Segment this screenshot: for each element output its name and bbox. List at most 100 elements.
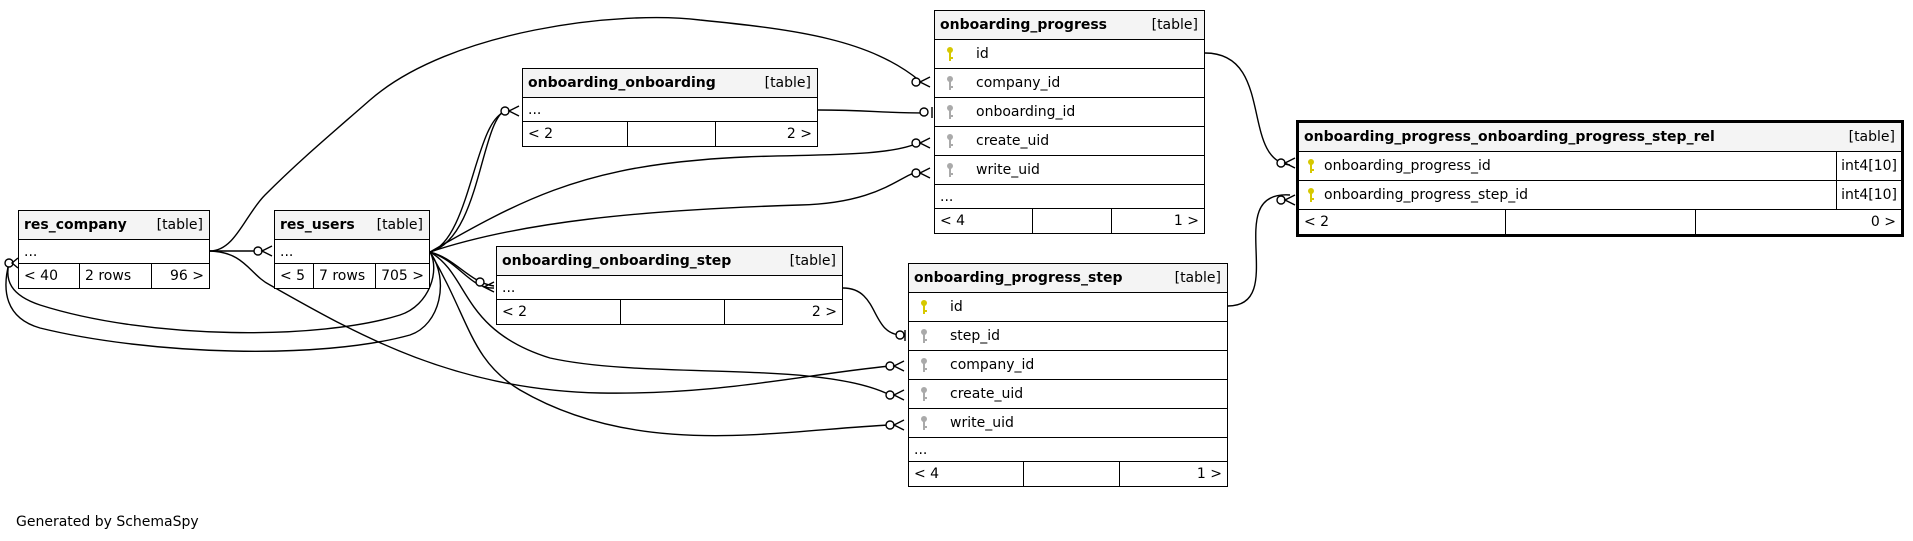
column-row-write-uid[interactable]: write_uid <box>935 156 1204 185</box>
crowfoot-marker <box>892 419 905 431</box>
column-row-id[interactable]: id <box>909 293 1227 322</box>
column-name: id <box>976 46 989 62</box>
column-row-onboarding-progress-id[interactable]: onboarding_progress_id int4[10] <box>1299 152 1901 181</box>
children-count[interactable]: 2 > <box>724 300 842 324</box>
table-header: onboarding_progress_step [table] <box>909 264 1227 293</box>
parents-count[interactable]: < 4 <box>940 213 966 229</box>
table-name: onboarding_onboarding_step <box>502 253 732 269</box>
edge-endpoint-marker <box>919 107 929 117</box>
ellipsis-row: ... <box>497 276 842 300</box>
table-onboarding-onboarding-step[interactable]: onboarding_onboarding_step [table] ... <… <box>496 246 843 325</box>
crowfoot-marker <box>260 245 273 257</box>
edge-res-users-res-company-b <box>5 251 442 352</box>
crowfoot-marker <box>892 389 905 401</box>
foreign-key-icon <box>914 386 934 402</box>
table-type: [table] <box>1848 129 1895 145</box>
table-res-users[interactable]: res_users [table] ... < 5 7 rows 705 > <box>274 210 430 289</box>
ellipsis-row: ... <box>523 98 817 122</box>
ellipsis-row: ... <box>909 438 1227 462</box>
table-name: res_company <box>24 217 127 233</box>
table-name: onboarding_onboarding <box>528 75 716 91</box>
table-footer: < 2 0 > <box>1299 210 1901 234</box>
table-footer: < 5 7 rows 705 > <box>275 264 429 288</box>
table-name: onboarding_progress <box>940 17 1108 33</box>
children-count[interactable]: 1 > <box>1119 462 1227 486</box>
column-row-company-id[interactable]: company_id <box>935 69 1204 98</box>
crowfoot-marker <box>918 76 931 88</box>
edge-res-users-res-company-a <box>7 251 435 334</box>
column-row-write-uid[interactable]: write_uid <box>909 409 1227 438</box>
edge-res-users-onboarding-progress-write <box>429 171 919 253</box>
edge-res-users-onboarding-a <box>429 111 506 253</box>
table-footer: < 4 1 > <box>909 462 1227 486</box>
row-count <box>1023 462 1119 486</box>
row-count <box>620 300 724 324</box>
column-row-company-id[interactable]: company_id <box>909 351 1227 380</box>
table-type: [table] <box>789 253 836 269</box>
column-name: company_id <box>950 357 1035 373</box>
primary-key-icon <box>914 299 934 315</box>
primary-key-icon <box>1304 187 1318 203</box>
ellipsis-row: ... <box>935 185 1204 209</box>
row-count <box>1505 210 1695 234</box>
table-header: onboarding_onboarding_step [table] <box>497 247 842 276</box>
ellipsis-row: ... <box>19 240 209 264</box>
edge-onboarding-progress-step-rel <box>1227 194 1291 307</box>
parents-count[interactable]: < 4 <box>914 466 940 482</box>
table-footer: < 2 2 > <box>523 122 817 146</box>
column-name: id <box>950 299 963 315</box>
parents-count[interactable]: < 2 <box>528 126 554 142</box>
column-type: int4[10] <box>1836 181 1901 209</box>
table-name: onboarding_progress_step <box>914 270 1123 286</box>
table-header: onboarding_onboarding [table] <box>523 69 817 98</box>
table-onboarding-onboarding[interactable]: onboarding_onboarding [table] ... < 2 2 … <box>522 68 818 147</box>
children-count[interactable]: 705 > <box>375 264 429 288</box>
table-name: onboarding_progress_onboarding_progress_… <box>1304 129 1715 145</box>
crowfoot-marker <box>918 137 931 149</box>
crowfoot-marker <box>10 257 19 269</box>
generated-by-note: Generated by SchemaSpy <box>16 514 199 530</box>
column-row-create-uid[interactable]: create_uid <box>935 127 1204 156</box>
column-row-step-id[interactable]: step_id <box>909 322 1227 351</box>
table-header: res_company [table] <box>19 211 209 240</box>
crowfoot-marker <box>918 167 931 179</box>
table-onboarding-progress-step[interactable]: onboarding_progress_step [table] id step… <box>908 263 1228 487</box>
parents-count[interactable]: < 40 <box>24 268 58 284</box>
crowfoot-marker <box>482 281 495 293</box>
column-name: onboarding_id <box>976 104 1076 120</box>
table-onboarding-progress[interactable]: onboarding_progress [table] id company_i… <box>934 10 1205 234</box>
column-row-id[interactable]: id <box>935 40 1204 69</box>
edge-res-users-onboarding-progress-step-write <box>429 251 891 437</box>
crowfoot-marker <box>1283 194 1296 206</box>
parents-count[interactable]: < 2 <box>502 304 528 320</box>
edge-res-company-onboarding-progress <box>209 16 921 252</box>
children-count[interactable]: 96 > <box>151 264 209 288</box>
column-name: create_uid <box>950 386 1024 402</box>
crowfoot-marker <box>507 105 520 117</box>
table-onboarding-progress-step-rel[interactable]: onboarding_progress_onboarding_progress_… <box>1296 120 1904 237</box>
parents-count[interactable]: < 5 <box>280 268 306 284</box>
column-name: write_uid <box>976 162 1040 178</box>
edge-endpoint-marker <box>895 330 905 340</box>
children-count[interactable]: 2 > <box>715 122 817 146</box>
row-count: 2 rows <box>79 264 151 288</box>
children-count[interactable]: 0 > <box>1695 210 1901 234</box>
table-footer: < 4 1 > <box>935 209 1204 233</box>
foreign-key-icon <box>940 133 960 149</box>
foreign-key-icon <box>940 104 960 120</box>
edge-onboarding-step-progress-step <box>842 287 903 336</box>
edge-res-users-onboarding-progress-create <box>429 142 919 253</box>
column-row-create-uid[interactable]: create_uid <box>909 380 1227 409</box>
children-count[interactable]: 1 > <box>1111 209 1204 233</box>
foreign-key-icon <box>940 162 960 178</box>
column-row-onboarding-progress-step-id[interactable]: onboarding_progress_step_id int4[10] <box>1299 181 1901 210</box>
edge-onboarding-progress-rel <box>1204 52 1291 166</box>
parents-count[interactable]: < 2 <box>1304 214 1330 230</box>
column-row-onboarding-id[interactable]: onboarding_id <box>935 98 1204 127</box>
table-res-company[interactable]: res_company [table] ... < 40 2 rows 96 > <box>18 210 210 289</box>
row-count: 7 rows <box>313 264 375 288</box>
foreign-key-icon <box>940 75 960 91</box>
foreign-key-icon <box>914 357 934 373</box>
table-header: onboarding_progress_onboarding_progress_… <box>1299 123 1901 152</box>
